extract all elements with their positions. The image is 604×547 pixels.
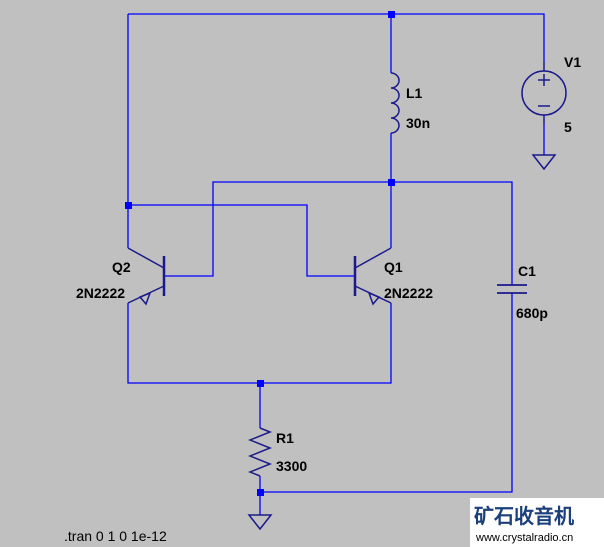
- q2-emitter-arrow-icon: [138, 291, 152, 306]
- q1-collector-lead: [354, 247, 392, 269]
- ground-icon: [531, 154, 557, 171]
- wire-emitters: [127, 303, 392, 384]
- watermark-url: www.crystalradio.cn: [475, 532, 573, 544]
- q1-model: 2N2222: [384, 285, 433, 301]
- c1-value: 680p: [516, 305, 548, 321]
- watermark-background: [470, 498, 604, 547]
- junction-dot: [257, 380, 264, 387]
- resistor-r1[interactable]: R1 3300: [247, 427, 307, 477]
- ground-icon: [247, 514, 273, 531]
- capacitor-c1[interactable]: C1 680p: [497, 263, 548, 321]
- r1-value: 3300: [276, 458, 307, 474]
- c1-name: C1: [518, 263, 536, 279]
- wire-node-to-c1: [391, 181, 513, 285]
- q1-name: Q1: [384, 259, 403, 275]
- wire-c1-to-gnd-node: [260, 293, 513, 493]
- q2-name: Q2: [112, 259, 131, 275]
- q2-model: 2N2222: [76, 285, 125, 301]
- plus-icon: [538, 74, 550, 86]
- spice-directive: .tran 0 1 0 1e-12: [64, 528, 167, 544]
- v1-value: 5: [564, 119, 572, 135]
- inductor-l1[interactable]: L1 30n: [390, 72, 430, 134]
- q1-emitter-arrow-icon: [367, 291, 381, 306]
- junction-dot: [125, 202, 132, 209]
- watermark-title: 矿石收音机: [474, 504, 574, 528]
- watermark-logo: 矿石收音机 www.crystalradio.cn: [470, 498, 604, 547]
- wires: [127, 13, 545, 515]
- l1-value: 30n: [406, 115, 430, 131]
- wire-to-v1-plus: [391, 13, 545, 62]
- resistor-zigzag-icon: [247, 427, 273, 477]
- transistor-q2[interactable]: [127, 247, 166, 306]
- voltage-source-v1[interactable]: V1 5: [521, 54, 581, 135]
- junction-dot: [388, 11, 395, 18]
- junctions: [125, 11, 395, 496]
- transistor-q1[interactable]: [353, 247, 392, 306]
- junction-dot: [257, 489, 264, 496]
- capacitor-plates-icon: [497, 284, 527, 294]
- l1-name: L1: [406, 85, 423, 101]
- wire-q2c-to-q1b: [128, 204, 355, 277]
- r1-name: R1: [276, 430, 294, 446]
- q2-collector-lead: [127, 247, 165, 269]
- inductor-coil-icon: [390, 72, 400, 134]
- v1-name: V1: [564, 54, 581, 70]
- junction-dot: [388, 179, 395, 186]
- wire-node-to-q2b: [164, 181, 391, 277]
